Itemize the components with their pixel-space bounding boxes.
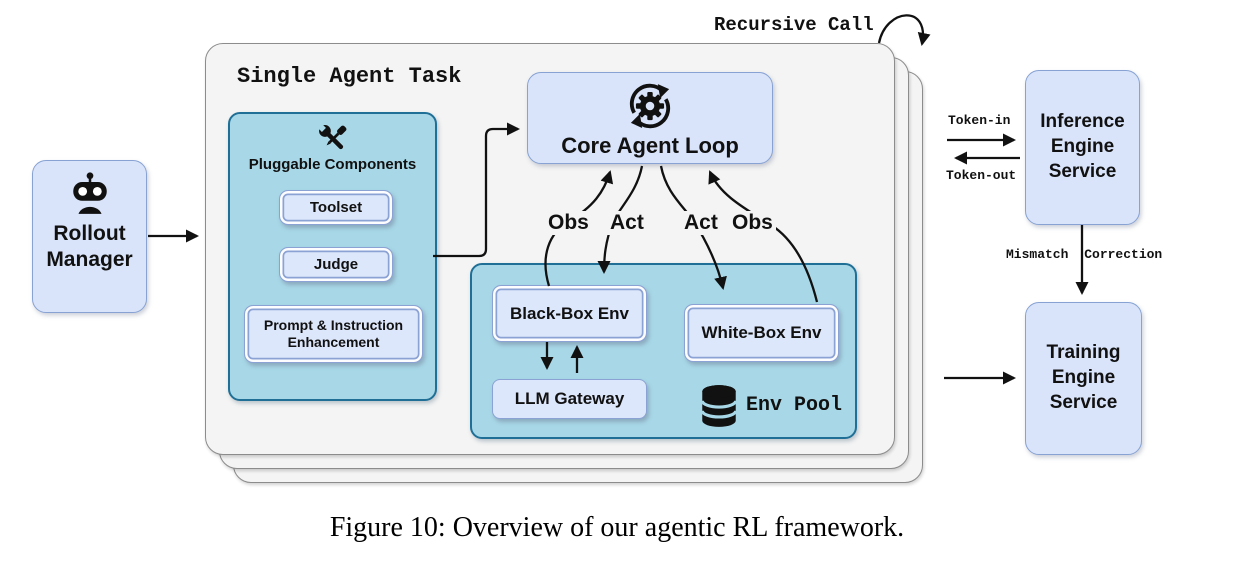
judge-box: Judge	[279, 247, 393, 282]
token-in-label: Token-in	[948, 113, 1011, 128]
training-engine-service-node: Training Engine Service	[1025, 302, 1142, 455]
gear-sync-icon	[629, 83, 671, 129]
act-label-right: Act	[681, 211, 721, 235]
mismatch-correction-label: Mismatch Correction	[1006, 247, 1163, 262]
recursive-call-label: Recursive Call	[714, 14, 874, 36]
prompt-instruction-enhancement-box: Prompt & Instruction Enhancement	[244, 305, 423, 363]
token-out-label: Token-out	[946, 168, 1017, 183]
core-agent-loop-node: Core Agent Loop	[527, 72, 773, 164]
llm-gateway-node: LLM Gateway	[492, 379, 647, 419]
white-box-env-node: White-Box Env	[684, 304, 839, 362]
black-box-env-node: Black-Box Env	[492, 285, 647, 342]
inference-engine-service-node: Inference Engine Service	[1025, 70, 1140, 225]
robot-icon	[72, 172, 107, 214]
single-agent-task-title: Single Agent Task	[237, 64, 462, 89]
obs-label-right: Obs	[729, 211, 776, 235]
rollout-manager-node: Rollout Manager	[32, 160, 147, 313]
rollout-manager-label: Rollout Manager	[46, 222, 133, 272]
pluggable-components-group: Pluggable Components Toolset Judge Promp…	[228, 112, 437, 401]
core-agent-loop-label: Core Agent Loop	[561, 133, 739, 158]
pluggable-components-title: Pluggable Components	[248, 156, 417, 173]
act-label-left: Act	[607, 211, 647, 235]
database-icon	[700, 385, 738, 427]
arrow-recursive-call	[877, 14, 931, 46]
toolset-box: Toolset	[279, 190, 393, 225]
env-pool-group: Black-Box Env White-Box Env LLM Gateway …	[470, 263, 857, 439]
wrench-screwdriver-icon	[316, 122, 346, 150]
env-pool-label: Env Pool	[746, 394, 843, 417]
obs-label-left: Obs	[545, 211, 592, 235]
figure-caption: Figure 10: Overview of our agentic RL fr…	[329, 512, 905, 543]
